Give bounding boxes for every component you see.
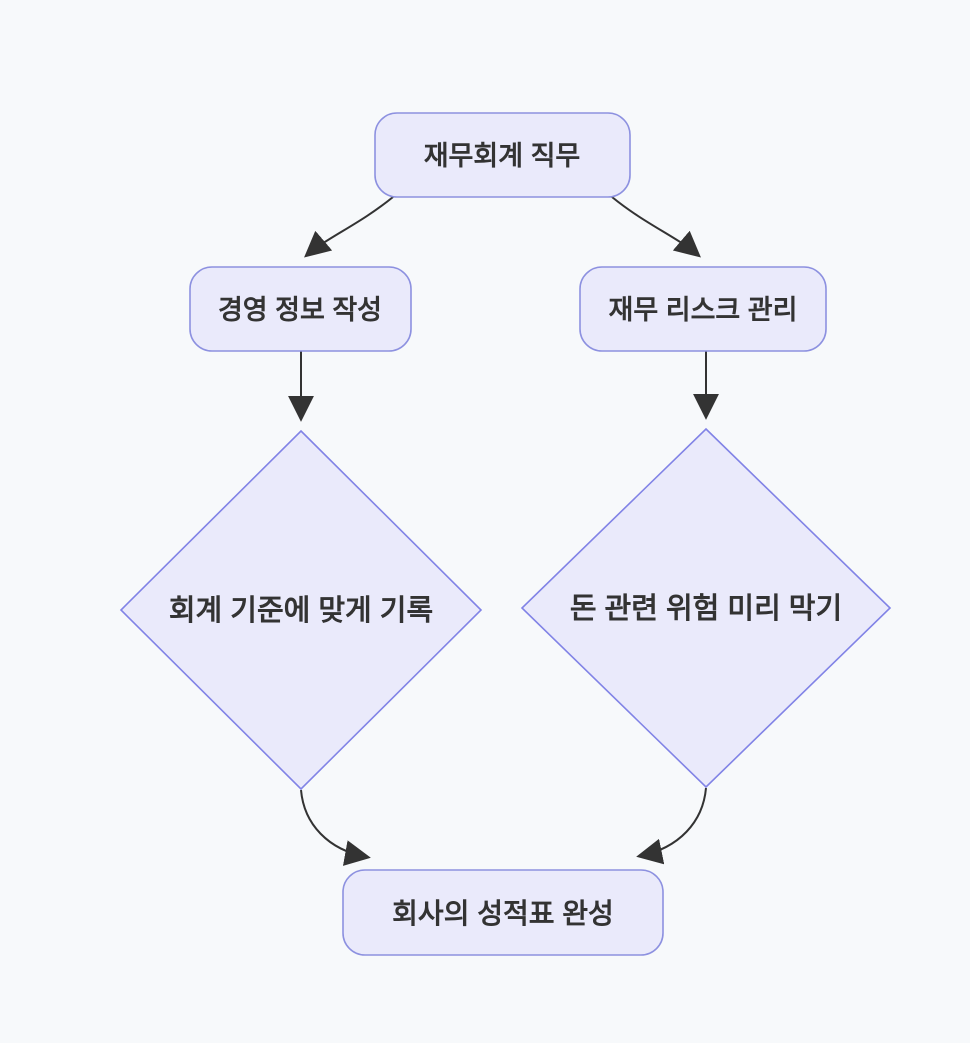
node-financial-risk: 재무 리스크 관리 <box>579 266 827 352</box>
edge-root-to-management-info <box>304 196 394 258</box>
node-financial-risk-label: 재무 리스크 관리 <box>609 295 798 325</box>
decision-accounting-record: 회계 기준에 맞게 기록 <box>119 429 483 791</box>
edge-root-to-financial-risk <box>611 196 701 258</box>
edge-layer <box>288 196 719 866</box>
decision-accounting-record-shape <box>119 429 483 791</box>
node-financial-risk-shape <box>579 266 827 352</box>
node-management-info: 경영 정보 작성 <box>189 266 412 352</box>
node-management-info-shape <box>189 266 412 352</box>
decision-risk-prevention-shape <box>520 427 892 789</box>
decision-risk-prevention: 돈 관련 위험 미리 막기 <box>520 427 892 789</box>
node-management-info-label: 경영 정보 작성 <box>218 295 382 325</box>
edge-accounting-record-to-company-report <box>300 789 371 866</box>
node-company-report: 회사의 성적표 완성 <box>342 869 664 956</box>
decision-accounting-record-label: 회계 기준에 맞게 기록 <box>169 594 433 627</box>
edge-risk-prevention-to-company-report <box>636 787 707 865</box>
node-company-report-label: 회사의 성적표 완성 <box>392 898 614 929</box>
decision-risk-prevention-label: 돈 관련 위험 미리 막기 <box>570 592 842 625</box>
node-root-shape <box>374 112 631 198</box>
node-root: 재무회계 직무 <box>374 112 631 198</box>
node-root-label: 재무회계 직무 <box>424 141 581 171</box>
node-company-report-shape <box>342 869 664 956</box>
